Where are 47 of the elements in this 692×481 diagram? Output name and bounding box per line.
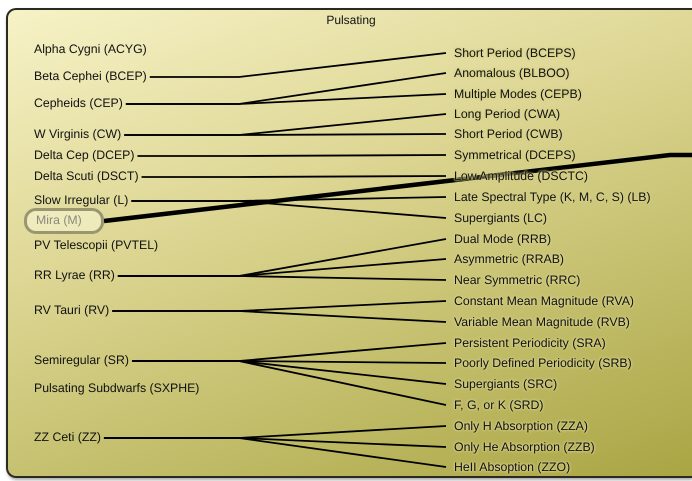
subclass-label: F, G, or K (SRD) (446, 396, 544, 414)
subclass-label: Long Period (CWA) (446, 105, 560, 123)
class-label: Alpha Cygni (ACYG) (34, 40, 147, 58)
connector-line (104, 437, 446, 468)
subclass-label: Persistent Periodicity (SRA) (446, 334, 606, 352)
connector-line (150, 52, 446, 78)
subclass-label: Short Period (CWB) (446, 125, 563, 143)
class-label: W Virginis (CW) (34, 125, 122, 143)
class-label: ZZ Ceti (ZZ) (34, 428, 101, 446)
class-label: Slow Irregular (L) (34, 191, 128, 209)
subclass-label: Dual Mode (RRB) (446, 230, 552, 248)
connector-line (132, 360, 446, 406)
thick-connector-line (104, 152, 692, 224)
subclass-label: Supergiants (SRC) (446, 375, 558, 393)
subclass-label: Short Period (BCEPS) (446, 44, 576, 62)
class-label: Semiregular (SR) (34, 351, 129, 369)
class-label: RR Lyrae (RR) (34, 266, 115, 284)
class-label: Pulsating Subdwarfs (SXPHE) (34, 379, 200, 397)
subclass-label: Supergiants (LC) (446, 209, 547, 227)
subclass-label: Multiple Modes (CEPB) (446, 85, 582, 103)
subclass-label: HeII Absoption (ZZO) (446, 458, 570, 476)
connector-line (137, 154, 446, 157)
connector-line (118, 275, 446, 281)
connector-line (126, 93, 446, 105)
subclass-label: Only H Absorption (ZZA) (446, 417, 588, 435)
subclass-label: Asymmetric (RRAB) (446, 250, 564, 268)
subclass-label: Symmetrical (DCEPS) (446, 146, 576, 164)
class-label: PV Telescopii (PVTEL) (34, 236, 158, 254)
subclass-label: Near Symmetric (RRC) (446, 271, 580, 289)
connector-line (112, 310, 446, 323)
connector-line (124, 133, 446, 136)
panel-title: Pulsating (325, 13, 377, 27)
subclass-label: Anomalous (BLBOO) (446, 64, 570, 82)
connector-line (131, 200, 446, 219)
class-label: Delta Cep (DCEP) (34, 146, 134, 164)
subclass-label: Only He Absorption (ZZB) (446, 438, 595, 456)
subclass-label: Poorly Defined Periodicity (SRB) (446, 354, 632, 372)
subclass-label: Variable Mean Magnitude (RVB) (446, 313, 630, 331)
class-label: Beta Cephei (BCEP) (34, 67, 147, 85)
class-label: Cepheids (CEP) (34, 94, 123, 112)
class-label: Delta Scuti (DSCT) (34, 167, 139, 185)
subclass-label: Constant Mean Magnitude (RVA) (446, 292, 634, 310)
subclass-label: Late Spectral Type (K, M, C, S) (LB) (446, 188, 651, 206)
group-panel (6, 8, 692, 478)
highlighted-label: Mira (M) (24, 208, 104, 234)
connector-line (142, 175, 446, 178)
class-label: RV Tauri (RV) (34, 301, 110, 319)
